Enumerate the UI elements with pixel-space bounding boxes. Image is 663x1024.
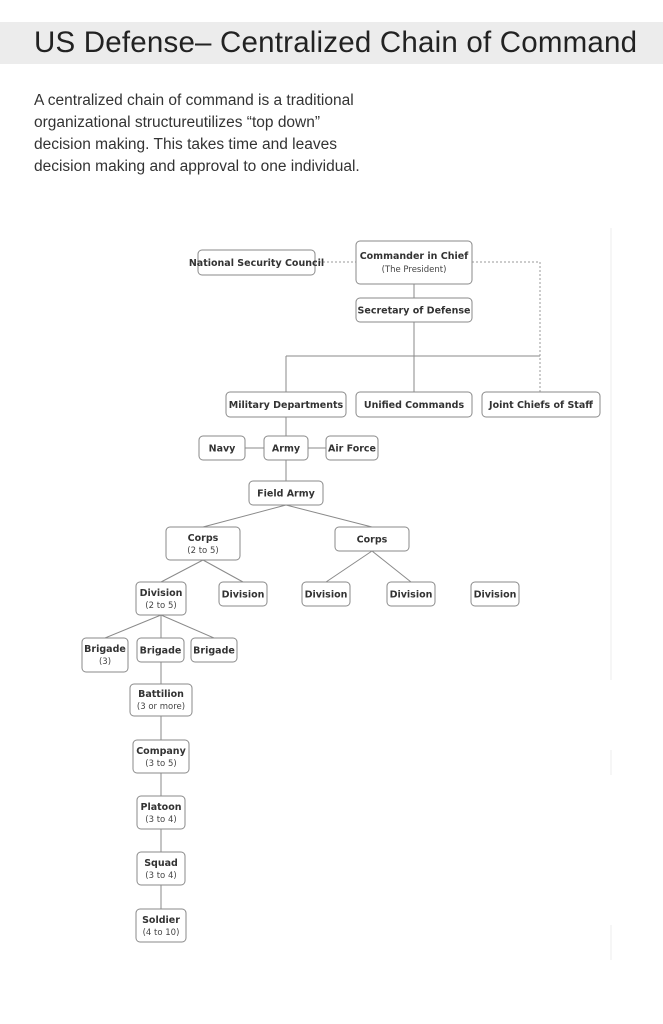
intro-line: organizational structureutilizes “top do… [34, 114, 321, 131]
node-label: Soldier [142, 915, 180, 926]
node-corps-main: Corps (2 to 5) [165, 526, 241, 561]
node-label: Corps [188, 533, 219, 544]
node-battalion: Battilion (3 or more) [129, 683, 193, 717]
connector-line [285, 504, 373, 528]
node-military-departments: Military Departments [225, 391, 347, 418]
connector-line [104, 614, 162, 639]
node-division: Division [386, 581, 436, 607]
connector-line [325, 550, 373, 583]
node-label: Brigade [84, 644, 126, 655]
node-sublabel: (4 to 10) [143, 928, 180, 938]
node-division: Division [218, 581, 268, 607]
node-secretary-of-defense: Secretary of Defense [355, 297, 473, 323]
node-label: Division [474, 590, 517, 601]
node-sublabel: (3 to 4) [145, 815, 176, 825]
node-company: Company (3 to 5) [132, 739, 190, 774]
connector-line [160, 614, 215, 639]
node-label: Division [305, 590, 348, 601]
node-label: Division [222, 590, 265, 601]
node-field-army: Field Army [248, 480, 324, 506]
node-label: Platoon [141, 802, 182, 813]
node-unified-commands: Unified Commands [355, 391, 473, 418]
title-bar: US Defense– Centralized Chain of Command [0, 22, 663, 64]
connectors [104, 261, 541, 909]
node-label: Unified Commands [364, 400, 465, 411]
node-brigade: Brigade [190, 637, 238, 663]
node-air-force: Air Force [325, 435, 379, 461]
node-label: Field Army [257, 489, 315, 500]
node-soldier: Soldier (4 to 10) [135, 908, 187, 943]
node-platoon: Platoon (3 to 4) [136, 795, 186, 830]
intro-line: decision making. This takes time and lea… [34, 136, 337, 153]
connector-line [160, 559, 204, 583]
node-joint-chiefs-of-staff: Joint Chiefs of Staff [481, 391, 601, 418]
node-sublabel: (2 to 5) [187, 546, 218, 556]
node-label: Corps [357, 535, 388, 546]
node-label: Brigade [193, 646, 235, 657]
node-sublabel: (3 to 5) [145, 759, 176, 769]
node-label: Secretary of Defense [358, 306, 471, 317]
node-army: Army [263, 435, 309, 461]
node-sublabel: (The President) [382, 265, 447, 275]
node-label: Division [140, 588, 183, 599]
node-label: National Security Council [189, 258, 324, 269]
node-sublabel: (2 to 5) [145, 601, 176, 611]
node-division: Division [470, 581, 520, 607]
node-sublabel: (3) [99, 657, 111, 667]
node-label: Army [272, 444, 301, 455]
node-label: Joint Chiefs of Staff [488, 400, 593, 411]
node-brigade: Brigade [136, 637, 185, 663]
node-sublabel: (3 or more) [137, 702, 185, 712]
node-brigade-main: Brigade (3) [81, 637, 129, 673]
node-label: Commander in Chief [360, 251, 469, 262]
connector-line [202, 504, 287, 528]
node-navy: Navy [198, 435, 246, 461]
node-label: Air Force [328, 444, 376, 455]
intro-line: decision making and approval to one indi… [34, 158, 360, 175]
node-commander-in-chief: Commander in Chief (The President) [355, 240, 473, 285]
node-label: Company [136, 746, 186, 757]
connector-line [371, 550, 412, 583]
node-division-main: Division (2 to 5) [135, 581, 187, 616]
intro-line: A centralized chain of command is a trad… [34, 92, 354, 109]
node-label: Squad [144, 858, 178, 869]
node-label: Division [390, 590, 433, 601]
node-corps-second: Corps [334, 526, 410, 552]
page-title: US Defense– Centralized Chain of Command [34, 26, 638, 59]
intro-paragraph: A centralized chain of command is a trad… [34, 90, 434, 178]
connector-line [202, 559, 244, 583]
connector-joint-chiefs [472, 261, 541, 392]
node-label: Navy [209, 444, 237, 455]
node-sublabel: (3 to 4) [145, 871, 176, 881]
node-squad: Squad (3 to 4) [136, 851, 186, 886]
node-label: Brigade [140, 646, 182, 657]
node-label: Battilion [138, 689, 184, 700]
node-label: Military Departments [229, 400, 344, 411]
node-national-security-council: National Security Council [189, 249, 324, 276]
node-division: Division [301, 581, 351, 607]
